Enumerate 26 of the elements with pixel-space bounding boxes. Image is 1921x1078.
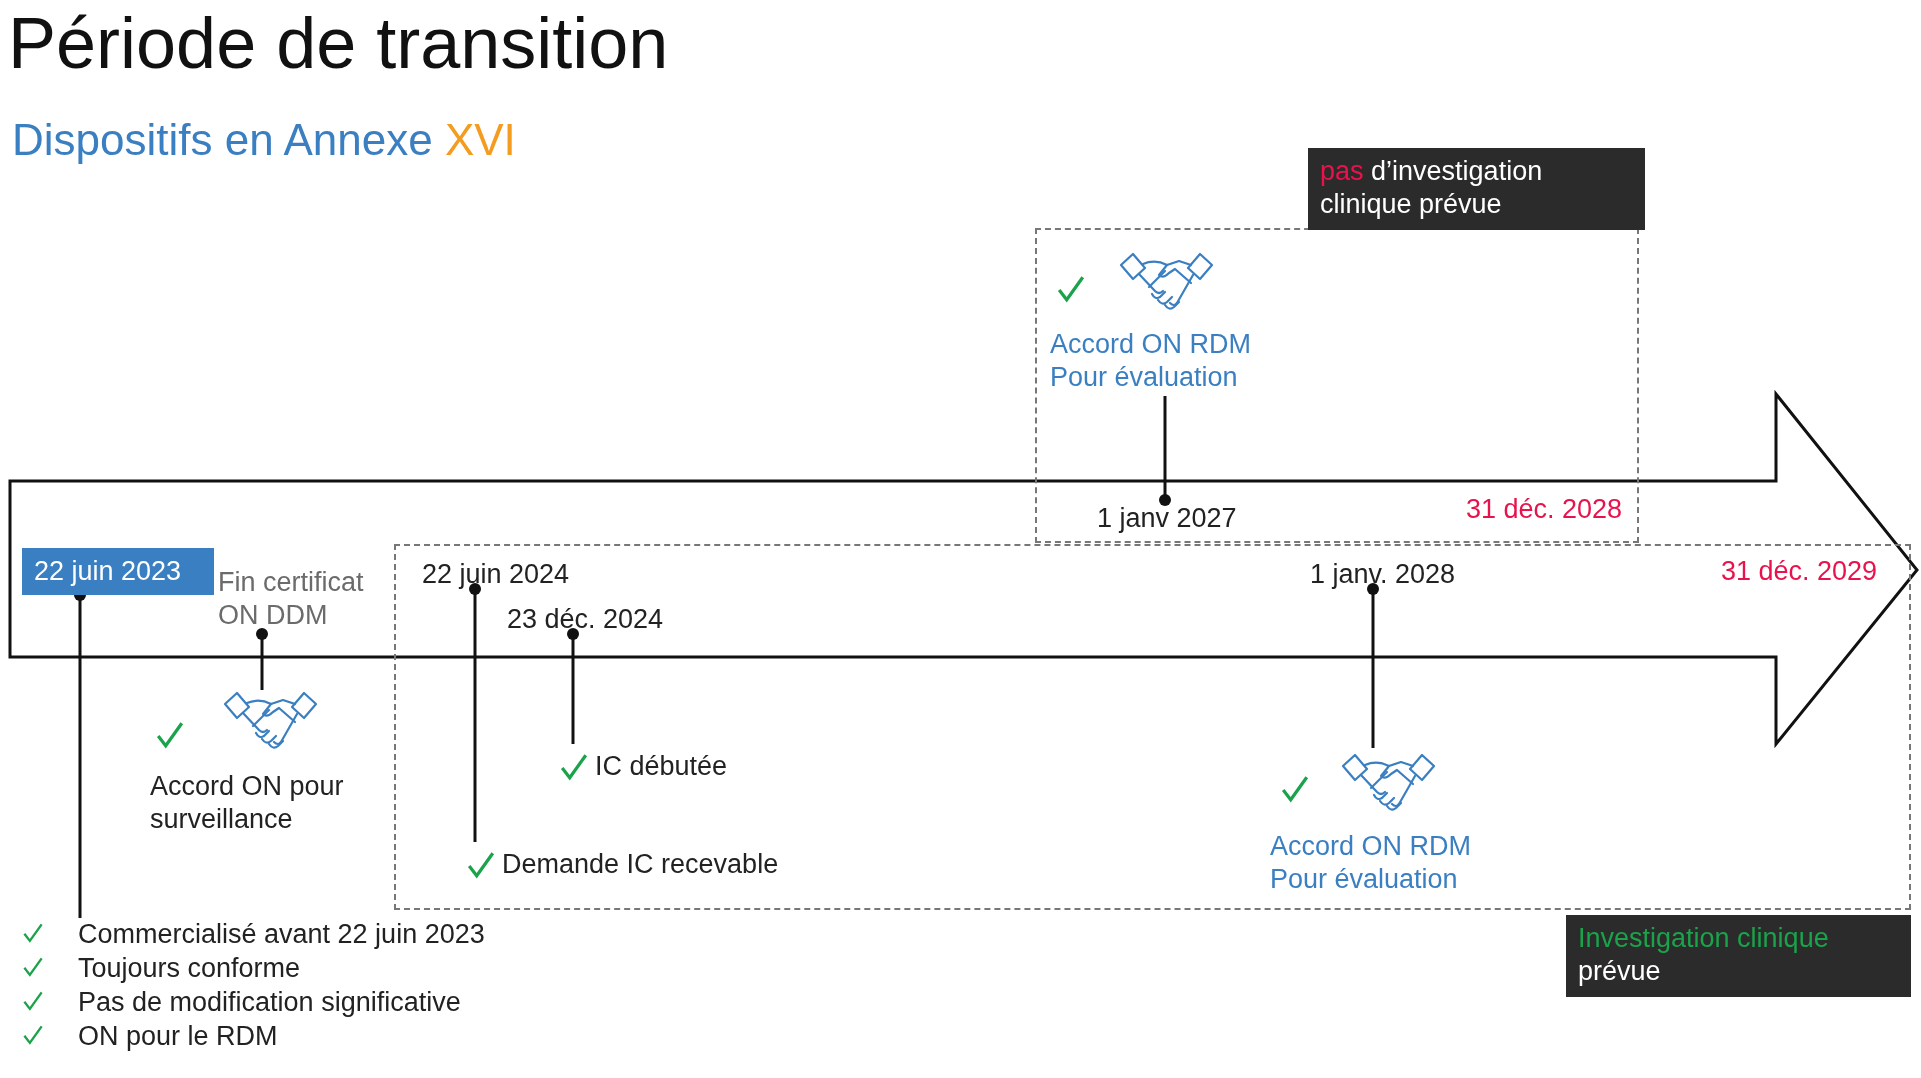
group-tag: pas d’investigation clinique prévue (1308, 148, 1645, 230)
condition-text: Toujours conforme (78, 952, 302, 985)
slide-title: Période de transition (8, 2, 669, 84)
milestone-text: Accord ON RDM Pour évaluation (1050, 328, 1253, 394)
milestone-text: Demande IC recevable (502, 848, 780, 881)
timeline-connector (1159, 396, 1171, 506)
group-tag: Investigation clinique prévue (1566, 915, 1911, 997)
date-text: 1 janv. 2028 (1310, 558, 1470, 591)
date-text: 1 janv 2027 (1097, 502, 1247, 535)
date-text: 23 déc. 2024 (507, 603, 677, 636)
date-badge: 22 juin 2023 (22, 548, 214, 595)
timeline-connector (256, 628, 268, 690)
condition-text: Commercialisé avant 22 juin 2023 (78, 918, 486, 951)
condition-text: ON pour le RDM (78, 1020, 279, 1053)
condition-text: Pas de modification significative (78, 986, 462, 1019)
timeline-connector (469, 583, 481, 842)
date-text: 22 juin 2024 (422, 558, 582, 591)
deadline-date: 31 déc. 2029 (1721, 556, 1878, 587)
timeline-connector (1367, 583, 1379, 748)
timeline-connector (567, 628, 579, 744)
milestone-text: Accord ON pour surveillance (150, 770, 345, 836)
subtitle: Dispositifs en Annexe XVI (12, 115, 516, 165)
deadline-date: 31 déc. 2028 (1466, 494, 1623, 525)
milestone-text: Accord ON RDM Pour évaluation (1270, 830, 1473, 896)
milestone-text: Fin certificat ON DDM (218, 566, 388, 634)
milestone-text: IC débutée (595, 750, 729, 783)
